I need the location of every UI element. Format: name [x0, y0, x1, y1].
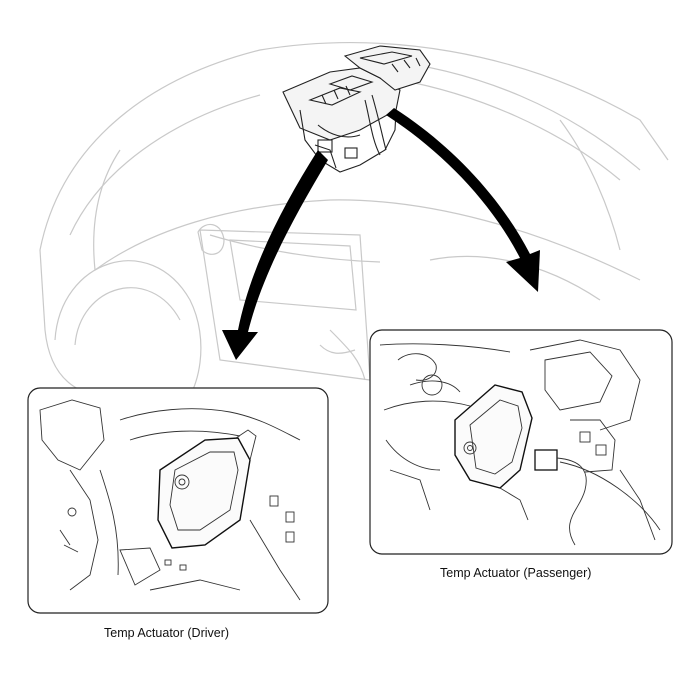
arrow-to-passenger — [386, 108, 540, 292]
pointer-arrows — [222, 108, 540, 360]
vehicle-outline — [39, 42, 669, 411]
hvac-heater-unit — [282, 45, 431, 173]
driver-detail-box — [27, 387, 329, 614]
passenger-detail-box — [369, 329, 673, 555]
caption-driver-actuator: Temp Actuator (Driver) — [104, 626, 230, 640]
caption-passenger-actuator: Temp Actuator (Passenger) — [440, 566, 592, 580]
arrow-to-driver — [222, 150, 328, 360]
